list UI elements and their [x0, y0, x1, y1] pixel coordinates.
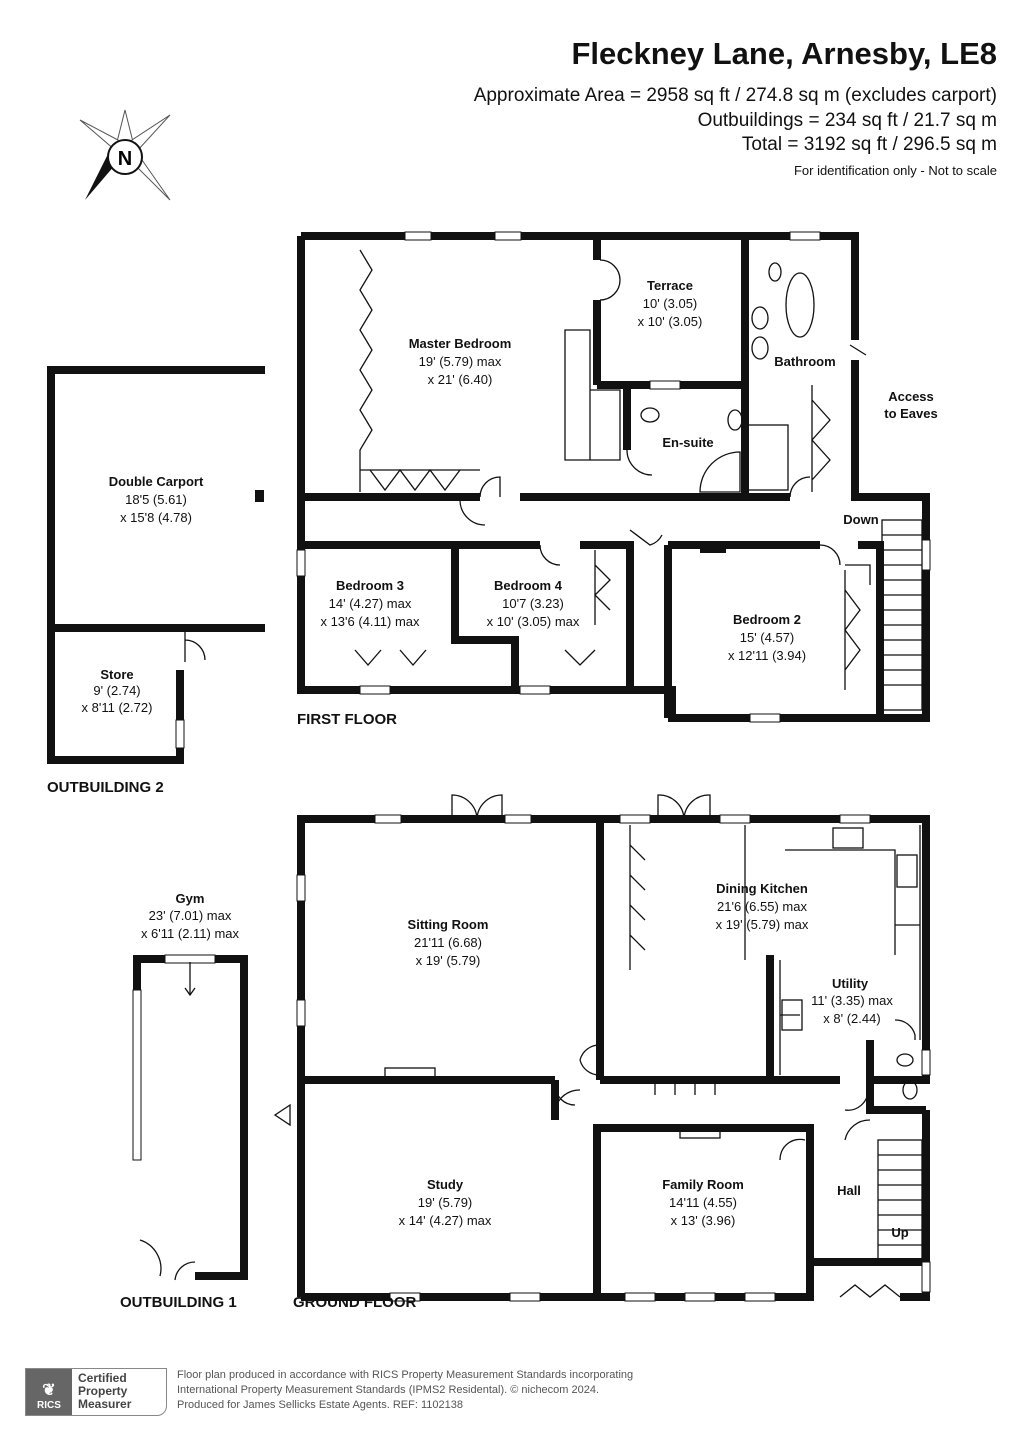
room-label-store: Store — [100, 667, 133, 682]
outbuilding-1: Gym 23' (7.01) max x 6'11 (2.11) max OUT… — [120, 891, 248, 1311]
property-title: Fleckney Lane, Arnesby, LE8 — [571, 36, 997, 71]
access-arrow — [849, 344, 867, 356]
room-dimension: x 8' (2.44) — [823, 1011, 880, 1026]
sink-icon — [751, 336, 769, 360]
room-dimension: x 6'11 (2.11) max — [141, 926, 240, 941]
room-label-double-carport: Double Carport — [109, 474, 204, 489]
room-label-en-suite: En-suite — [662, 435, 713, 450]
floor-label-outbuilding-2: OUTBUILDING 2 — [47, 779, 164, 796]
disclaimer: For identification only - Not to scale — [793, 163, 997, 178]
room-dimension: 15' (4.57) — [740, 630, 795, 645]
room-label-bedroom-2: Bedroom 2 — [733, 612, 801, 627]
footer-notes: Floor plan produced in accordance with R… — [177, 1368, 633, 1413]
rics-logo: ❦RICS — [26, 1369, 72, 1415]
room-label-bedroom-3: Bedroom 3 — [336, 578, 404, 593]
room-label-hall: Hall — [837, 1183, 861, 1198]
kitchen-sink-icon — [832, 827, 864, 849]
room-label-dining-kitchen: Dining Kitchen — [716, 881, 808, 896]
room-label-bathroom: Bathroom — [774, 354, 835, 369]
room-dimension: 19' (5.79) — [418, 1195, 473, 1210]
footer-line: International Property Measurement Stand… — [177, 1384, 600, 1396]
sink-icon — [902, 1080, 918, 1100]
room-label-terrace: Terrace — [647, 278, 693, 293]
room-dimension: x 19' (5.79) max — [716, 917, 809, 932]
room-label-sitting-room: Sitting Room — [408, 917, 489, 932]
rics-certified-badge: ❦RICS Certified Property Measurer — [25, 1368, 167, 1416]
ground-floor: Sitting Room 21'11 (6.68) x 19' (5.79) D… — [273, 794, 931, 1311]
access-to-eaves-label: to Eaves — [884, 406, 937, 421]
access-to-eaves-label: Access — [888, 389, 934, 404]
utility-sink-icon — [781, 999, 803, 1031]
room-label-utility: Utility — [832, 976, 869, 991]
room-dimension: 19' (5.79) max — [419, 354, 502, 369]
compass-label: N — [118, 148, 132, 170]
total-area: Total = 3192 sq ft / 296.5 sq m — [741, 134, 997, 155]
room-dimension: x 8'11 (2.72) — [82, 700, 153, 715]
room-dimension: x 12'11 (3.94) — [728, 648, 806, 663]
room-dimension: x 14' (4.27) max — [399, 1213, 492, 1228]
room-label-study: Study — [427, 1177, 464, 1192]
room-dimension: x 13' (3.96) — [671, 1213, 736, 1228]
sink-icon — [751, 306, 769, 330]
compass-north-icon: N — [79, 109, 171, 201]
shower-icon — [747, 424, 789, 491]
toilet-icon — [640, 407, 660, 423]
toilet-icon — [896, 1053, 914, 1067]
room-dimension: x 13'6 (4.11) max — [320, 614, 420, 629]
staircase-icon — [881, 519, 923, 711]
room-label-gym: Gym — [176, 891, 205, 906]
room-label-family-room: Family Room — [662, 1177, 744, 1192]
floor-label-first-floor: FIRST FLOOR — [297, 711, 397, 728]
room-dimension: 10' (3.05) — [643, 296, 698, 311]
stairs-up-label: Up — [891, 1225, 908, 1240]
approximate-area: Approximate Area = 2958 sq ft / 274.8 sq… — [473, 85, 997, 106]
outbuilding-2: Double Carport 18'5 (5.61) x 15'8 (4.78)… — [47, 366, 265, 796]
floor-label-outbuilding-1: OUTBUILDING 1 — [120, 1294, 237, 1311]
room-dimension: 14' (4.27) max — [329, 596, 412, 611]
footer-line: Produced for James Sellicks Estate Agent… — [177, 1399, 463, 1411]
room-dimension: 11' (3.35) max — [811, 993, 893, 1008]
bathtub-icon — [785, 272, 815, 338]
room-label-master-bedroom: Master Bedroom — [409, 336, 512, 351]
room-dimension: x 15'8 (4.78) — [120, 510, 192, 525]
room-dimension: 10'7 (3.23) — [502, 596, 564, 611]
room-dimension: 14'11 (4.55) — [669, 1195, 737, 1210]
room-dimension: 21'6 (6.55) max — [717, 899, 807, 914]
room-dimension: x 19' (5.79) — [416, 953, 481, 968]
sink-icon — [727, 409, 743, 431]
badge-text: Property — [78, 1384, 128, 1398]
room-dimension: 21'11 (6.68) — [414, 935, 482, 950]
room-dimension: 9' (2.74) — [93, 683, 140, 698]
floor-label-ground-floor: GROUND FLOOR — [293, 1294, 416, 1311]
shower-icon — [699, 451, 741, 493]
room-dimension: 18'5 (5.61) — [125, 492, 187, 507]
stairs-down-label: Down — [843, 512, 878, 527]
badge-text: Certified — [78, 1371, 127, 1385]
staircase-icon — [877, 1139, 923, 1261]
footer-line: Floor plan produced in accordance with R… — [177, 1369, 634, 1381]
first-floor: Master Bedroom 19' (5.79) max x 21' (6.4… — [296, 231, 938, 728]
room-dimension: x 21' (6.40) — [428, 372, 493, 387]
outbuildings-area: Outbuildings = 234 sq ft / 21.7 sq m — [697, 110, 997, 131]
room-label-bedroom-4: Bedroom 4 — [494, 578, 563, 593]
badge-text: Measurer — [78, 1397, 132, 1411]
hob-icon — [896, 854, 918, 888]
room-dimension: 23' (7.01) max — [149, 908, 232, 923]
room-dimension: x 10' (3.05) — [638, 314, 703, 329]
room-dimension: x 10' (3.05) max — [487, 614, 580, 629]
toilet-icon — [768, 262, 782, 282]
